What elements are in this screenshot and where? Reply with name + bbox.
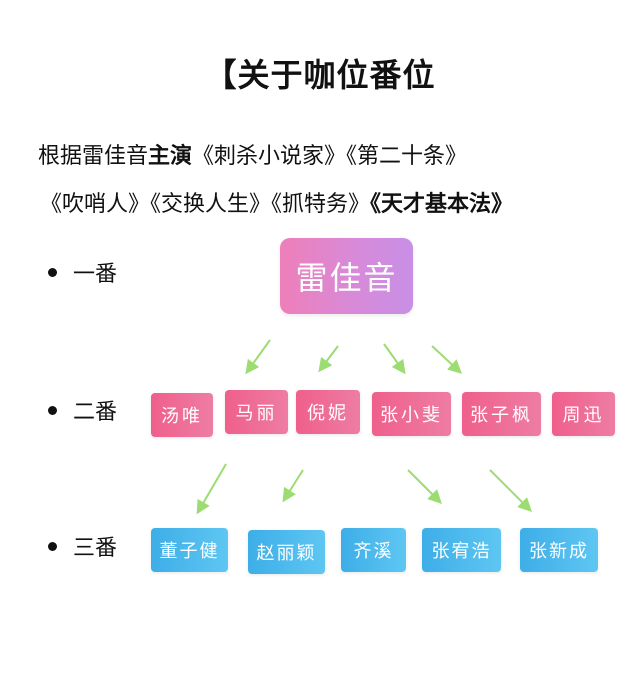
tier3-node-1: 董子健 [151,528,228,572]
intro-line-2-pre: 《吹哨人》《交换人生》《抓特务》 [40,192,371,217]
bullet-dot [48,541,57,551]
intro-line-1: 根据雷佳音主演《刺杀小说家》《第二十条》 [38,138,467,170]
tier2-node-1: 汤唯 [151,393,213,437]
level-3-label: 三番 [48,530,117,562]
tier2-node-3: 倪妮 [296,390,360,434]
level-1-text: 一番 [73,262,118,287]
level-2-label: 二番 [48,394,117,426]
page-title: 【关于咖位番位 [204,56,436,94]
tier3-node-5: 张新成 [520,528,598,572]
level-2-text: 二番 [73,400,118,425]
level-1-label: 一番 [48,256,117,288]
bullet-dot [48,405,57,415]
tier2-node-4: 张小斐 [372,392,451,436]
intro-line-2-bold: 《天才基本法》 [370,192,514,217]
intro-line-1-bold: 主演 [148,144,193,169]
intro-line-2: 《吹哨人》《交换人生》《抓特务》《天才基本法》 [40,186,513,218]
root-node-lei-jiayin: 雷佳音 [280,238,413,314]
tier2-node-5: 张子枫 [462,392,541,436]
arrow-root-to-tier2-1 [245,339,271,375]
arrow-root-to-tier2-4 [431,345,463,374]
level-3-text: 三番 [73,536,118,561]
tier3-node-4: 张宥浩 [422,528,501,572]
tier3-node-2: 赵丽颖 [248,530,325,574]
intro-line-1-pre: 根据雷佳音 [38,144,149,169]
arrow-root-to-tier2-3 [383,343,406,375]
arrow-tier2-to-tier3-4 [489,469,532,512]
arrow-tier2-to-tier3-1 [196,463,227,515]
arrow-root-to-tier2-2 [318,345,339,373]
arrow-tier2-to-tier3-2 [282,469,304,503]
tier2-node-2: 马丽 [225,390,288,434]
tier2-node-6: 周迅 [552,392,615,436]
intro-line-1-post: 《刺杀小说家》《第二十条》 [192,144,468,169]
arrow-tier2-to-tier3-3 [407,469,442,504]
tier3-node-3: 齐溪 [341,528,406,572]
bullet-dot [48,267,57,277]
